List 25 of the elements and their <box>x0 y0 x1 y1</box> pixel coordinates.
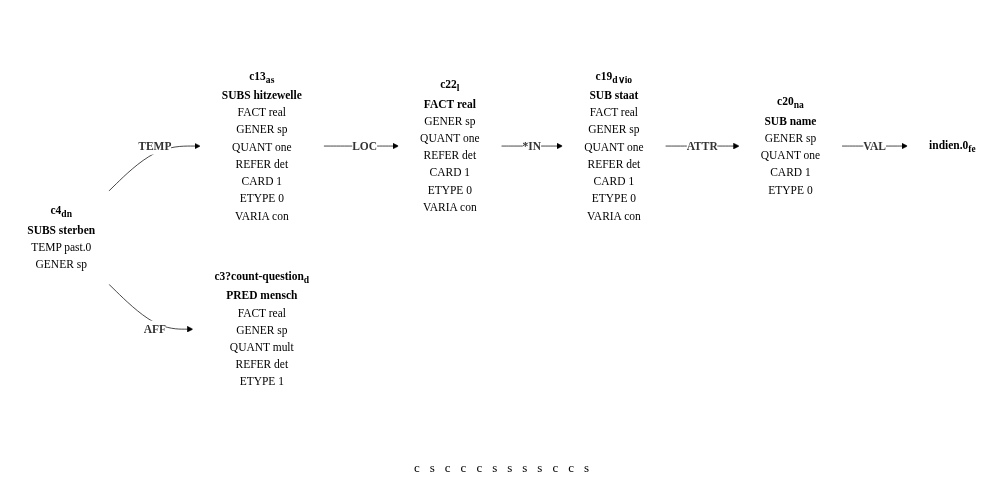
node-text: indien.0$_{fe}$ <box>929 138 976 154</box>
node-text: c20$_{na}$ SUB name GENER sp QUANT one CARD 1 ETYPE 0 <box>760 95 821 196</box>
end-role-label: s <box>507 460 513 476</box>
end-role-label: s <box>429 460 435 476</box>
node-text: c19$_{d∨io}$ SUB staat FACT real GENER sp QUANT one REFER det CARD 1 ETYPE 0 VARIA con <box>584 69 644 222</box>
end-role-label: c <box>552 460 559 476</box>
edge-label: AFF <box>143 322 167 335</box>
end-role-label: s <box>537 460 543 476</box>
edge-label: *IN <box>522 139 542 152</box>
node-text: c22$_{l}$ FACT real GENER sp QUANT one REFER det CARD 1 ETYPE 0 VARIA con <box>420 78 480 214</box>
end-role-label: c <box>413 460 420 476</box>
node-text: c3?count-question$_{d}$ PRED mensch FACT real GENER sp QUANT mult REFER det ETYPE 1 <box>214 269 310 388</box>
end-role-label: c <box>568 460 574 476</box>
end-role-label: s <box>583 460 590 476</box>
edge-label: ATTR <box>686 139 718 152</box>
end-role-label: c <box>460 460 467 476</box>
end-role-label: s <box>492 460 498 476</box>
end-role-label: c <box>476 460 483 476</box>
node-text: c13$_{as}$ SUBS hitzewelle FACT real GENER sp QUANT one REFER det CARD 1 ETYPE 0 VARIA con <box>221 69 302 222</box>
node-text: c4$_{dn}$ SUBS sterben TEMP past.0 GENER sp <box>27 204 96 271</box>
end-role-label: c <box>444 460 451 476</box>
edge-label: LOC <box>352 139 378 152</box>
edge-label: TEMP <box>138 139 172 152</box>
edge-label: VAL <box>863 139 886 152</box>
end-role-label: s <box>522 460 528 476</box>
